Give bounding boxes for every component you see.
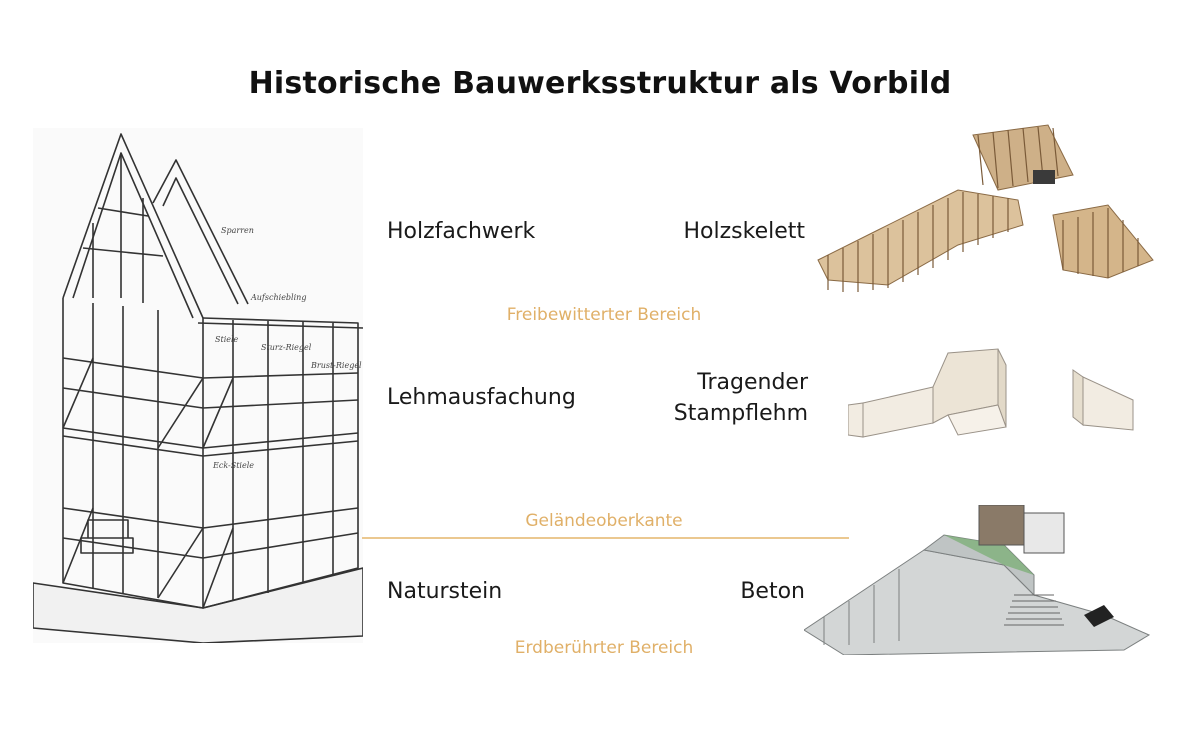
sketch-annotation: Sparren — [221, 226, 254, 235]
concrete-base-model — [804, 505, 1151, 655]
label-lehmausfachung: Lehmausfachung — [387, 385, 576, 410]
label-stampflehm: Stampflehm — [673, 401, 808, 426]
zone-label-ground-level: Geländeoberkante — [525, 511, 683, 531]
sketch-annotation: Eck-Stiele — [212, 461, 254, 470]
sketch-annotation: Brust-Riegel — [310, 361, 362, 370]
label-holzskelett: Holzskelett — [683, 219, 805, 244]
sketch-annotation: Stiele — [215, 335, 239, 344]
timber-skeleton-model — [817, 124, 1154, 292]
rammed-earth-wall-model — [848, 348, 1134, 438]
timber-frame-house-sketch: Sparren Aufschiebling Stiele Sturz-Riege… — [33, 128, 363, 643]
sketch-annotation: Sturz-Riegel — [261, 343, 312, 352]
label-beton: Beton — [740, 579, 805, 604]
label-holzfachwerk: Holzfachwerk — [387, 219, 536, 244]
page-title: Historische Bauwerksstruktur als Vorbild — [248, 66, 952, 101]
label-tragender: Tragender — [697, 370, 808, 395]
label-naturstein: Naturstein — [387, 579, 503, 604]
sketch-annotation: Aufschiebling — [250, 293, 306, 302]
ground-level-line — [362, 537, 849, 539]
zone-label-weathered: Freibewitterter Bereich — [506, 305, 702, 325]
zone-label-earth-contact: Erdberührter Bereich — [514, 638, 694, 658]
